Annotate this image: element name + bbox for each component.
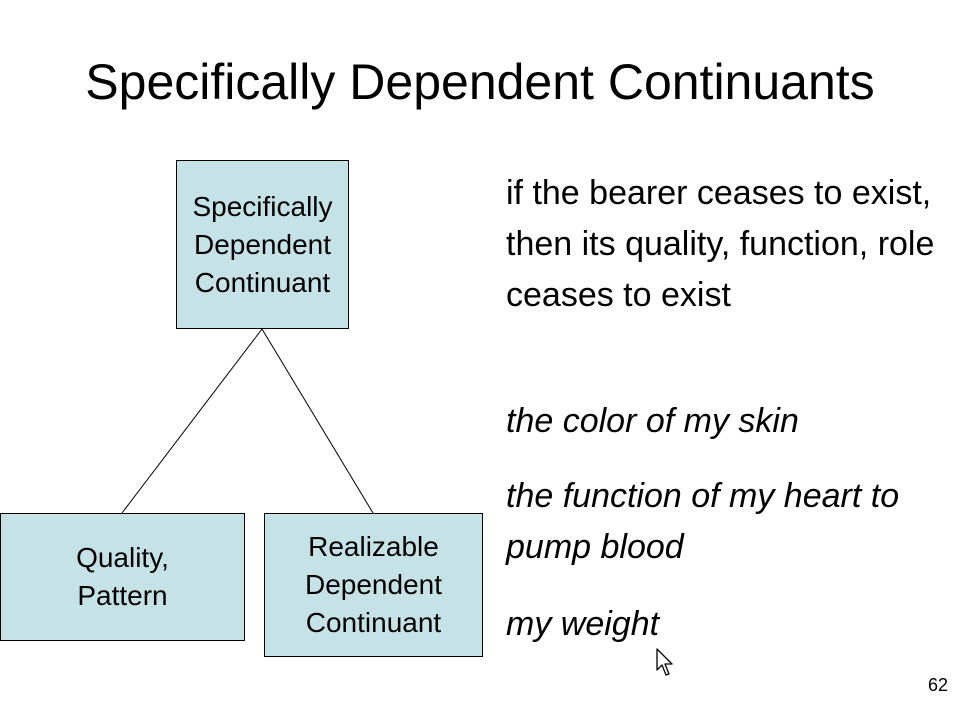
root-node-line: Dependent (193, 228, 331, 260)
left-node-line: Pattern (77, 580, 168, 611)
slide-title: Specifically Dependent Continuants (85, 54, 875, 110)
connector-left (121, 328, 263, 514)
right-node-line: Continuant (305, 607, 442, 638)
quality-pattern-node-box: Quality, Pattern (0, 513, 245, 641)
connector-right (261, 328, 374, 514)
right-node-line: Dependent (304, 569, 442, 600)
realizable-node-box: Realizable Dependent Continuant (264, 513, 483, 657)
right-node-line: Realizable (308, 531, 439, 562)
mouse-pointer-icon (656, 648, 673, 676)
example-weight: my weight (506, 605, 660, 643)
root-node-line: Continuant (194, 266, 331, 298)
definition-text: if the bearer ceases to exist, then its … (506, 174, 935, 314)
root-node-line: Specifically (192, 190, 333, 222)
left-node-line: Quality, (76, 542, 169, 573)
root-node-box: Specifically Dependent Continuant (176, 160, 349, 329)
example-skin-color: the color of my skin (506, 402, 799, 440)
page-number: 62 (927, 675, 948, 695)
example-heart-function: the function of my heart to pump blood (506, 477, 900, 566)
